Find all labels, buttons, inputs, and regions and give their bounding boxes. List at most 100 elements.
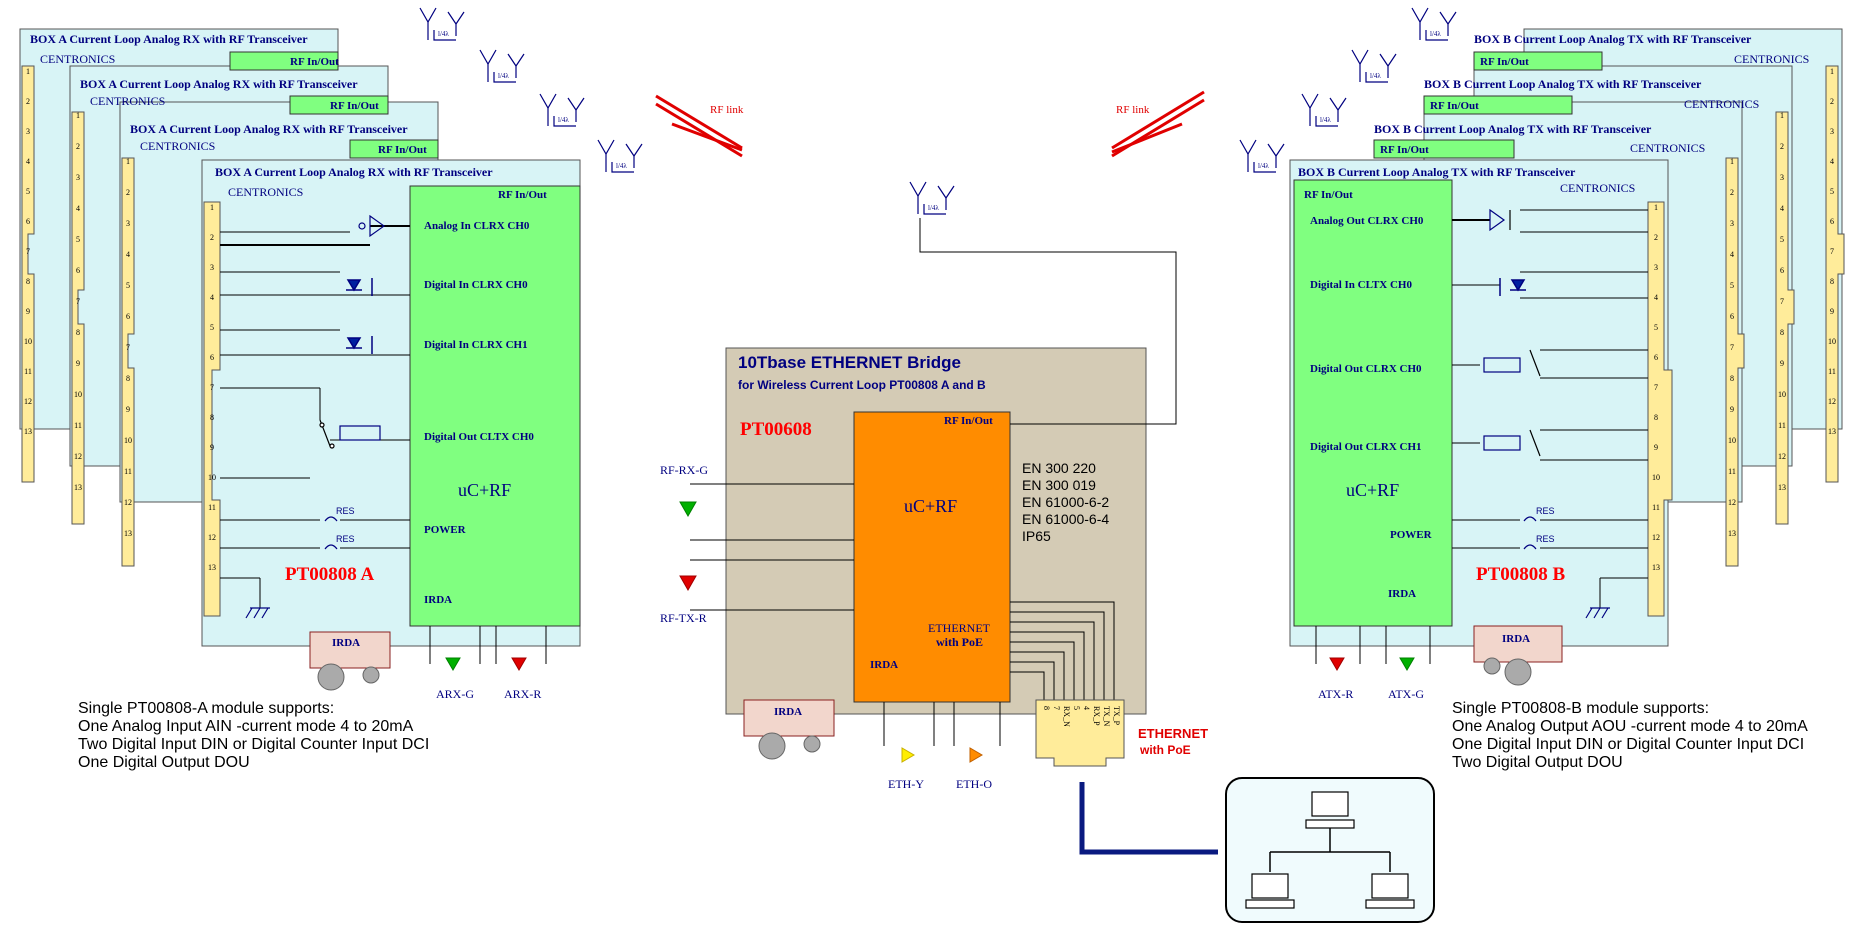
box-a-rf-3: RF In/Out	[378, 144, 427, 156]
note-b-line: Two Digital Output DOU	[1452, 754, 1623, 771]
pin-number: 1	[210, 203, 214, 212]
pin-number: 13	[1778, 483, 1786, 492]
rf-link-right	[1111, 90, 1205, 158]
bridge-ethernet: ETHERNET	[928, 621, 991, 635]
rj45-pin-label: TX_N	[1102, 706, 1111, 727]
pin-number: 10	[1652, 473, 1660, 482]
box-b-sig-1: Digital In CLTX CH0	[1310, 279, 1412, 291]
antenna-label: l/4λ	[558, 116, 569, 124]
box-a-rf-1: RF In/Out	[290, 56, 339, 68]
eth-label: ETHERNET	[1138, 726, 1208, 741]
pin-number: 5	[126, 281, 130, 290]
pin-number: 12	[1652, 533, 1660, 542]
box-b-wiring	[1452, 209, 1648, 608]
box-b-ground	[1585, 607, 1610, 619]
pin-number: 10	[1778, 390, 1786, 399]
note-a-line: One Analog Input AIN -current mode 4 to …	[78, 718, 414, 735]
bridge-led-1: RF-TX-R	[660, 611, 707, 625]
box-b-relay-1	[1483, 349, 1541, 377]
pin-number: 5	[1780, 235, 1784, 244]
pin-number: 6	[1654, 353, 1658, 362]
pin-number: 7	[1654, 383, 1658, 392]
pin-number: 1	[1830, 67, 1834, 76]
box-b-rf-1: RF In/Out	[1480, 56, 1529, 68]
pin-number: 2	[76, 142, 80, 151]
pin-number: 2	[1780, 142, 1784, 151]
bridge-led-3: ETH-O	[956, 777, 992, 791]
eth-o-led-icon	[969, 747, 983, 763]
box-b-relay-2	[1483, 429, 1541, 457]
note-b-line: One Analog Output AOU -current mode 4 to…	[1452, 718, 1808, 735]
bridge-poe: with PoE	[936, 635, 983, 649]
pin-number: 11	[24, 367, 32, 376]
antenna-icon: l/4λ	[1411, 7, 1457, 41]
eth-sub: with PoE	[1139, 743, 1191, 757]
box-a-led-r	[495, 626, 547, 671]
box-a-connector-front: CENTRONICS	[228, 185, 303, 199]
box-b-rf-front: RF In/Out	[1304, 189, 1353, 201]
antenna-icon: l/4λ	[539, 93, 585, 127]
bridge-std-4: IP65	[1022, 528, 1051, 544]
pin-number: 12	[124, 498, 132, 507]
network-pc-right-icon	[1365, 873, 1415, 909]
box-a-rf-front: RF In/Out	[498, 189, 547, 201]
box-a-title-1: BOX A Current Loop Analog RX with RF Tra…	[30, 32, 308, 46]
bridge-std-3: EN 61000-6-4	[1022, 511, 1109, 527]
pin-number: 4	[210, 293, 214, 302]
box-b-core: uC+RF	[1346, 480, 1399, 500]
antenna-label: l/4λ	[1370, 72, 1381, 80]
antenna-icon: l/4λ	[479, 49, 525, 83]
pin-number: 10	[74, 390, 82, 399]
pin-number: 9	[26, 307, 30, 316]
bridge-core: uC+RF	[904, 496, 957, 516]
box-a-res-1: RES	[336, 506, 355, 516]
pin-number: 11	[208, 503, 216, 512]
pin-number: 3	[1654, 263, 1658, 272]
bridge-led-0: RF-RX-G	[660, 463, 708, 477]
note-a-line: Single PT00808-A module supports:	[78, 700, 335, 717]
box-a-irda: IRDA	[332, 637, 360, 649]
pin-number: 12	[1778, 452, 1786, 461]
rj45-pin-label: 8	[1042, 706, 1051, 710]
pin-number: 10	[208, 473, 216, 482]
pin-number: 8	[1780, 328, 1784, 337]
pin-number: 5	[76, 235, 80, 244]
box-b-sig-0: Analog Out CLRX CH0	[1310, 215, 1424, 227]
network-pc-top-icon	[1305, 791, 1355, 829]
pin-number: 7	[1780, 297, 1784, 306]
rf-link-label-left: RF link	[710, 104, 744, 116]
bridge-subtitle: for Wireless Current Loop PT00808 A and …	[738, 378, 986, 392]
pin-number: 11	[1778, 421, 1786, 430]
pin-number: 6	[26, 217, 30, 226]
box-b-led-r	[1315, 626, 1361, 671]
pin-number: 9	[126, 405, 130, 414]
pin-number: 7	[1830, 247, 1834, 256]
network-panel	[1225, 777, 1435, 923]
antenna-label: l/4λ	[498, 72, 509, 80]
bridge-led-2: ETH-Y	[888, 777, 924, 791]
pin-number: 11	[1828, 367, 1836, 376]
note-a-line: One Digital Output DOU	[78, 754, 250, 771]
note-b-line: Single PT00808-B module supports:	[1452, 700, 1710, 717]
pin-number: 8	[26, 277, 30, 286]
box-b-sig-5: IRDA	[1388, 588, 1416, 600]
connector-pin-numbers: 1234567891011121312345678910111213123456…	[24, 67, 1836, 572]
box-b-irda: IRDA	[1502, 633, 1530, 645]
pin-number: 8	[1830, 277, 1834, 286]
pin-number: 4	[26, 157, 30, 166]
box-b-sig-4: POWER	[1390, 529, 1433, 541]
box-a-sig-3: Digital Out CLTX CH0	[424, 431, 534, 443]
box-b-res-1: RES	[1536, 506, 1555, 516]
pin-number: 2	[1830, 97, 1834, 106]
antenna-layer: l/4λl/4λl/4λl/4λl/4λl/4λl/4λl/4λl/4λ	[419, 7, 1457, 215]
pin-number: 1	[1730, 157, 1734, 166]
rj45-pin-label: 5	[1072, 706, 1081, 710]
pin-number: 13	[208, 563, 216, 572]
box-a-led-1: ARX-R	[504, 687, 541, 701]
box-b-connector-1: CENTRONICS	[1734, 52, 1809, 66]
rj45-pin-label: 4	[1082, 706, 1091, 710]
pin-number: 5	[1830, 187, 1834, 196]
pin-number: 12	[1828, 397, 1836, 406]
pin-number: 2	[1730, 188, 1734, 197]
antenna-icon: l/4λ	[1351, 49, 1397, 83]
